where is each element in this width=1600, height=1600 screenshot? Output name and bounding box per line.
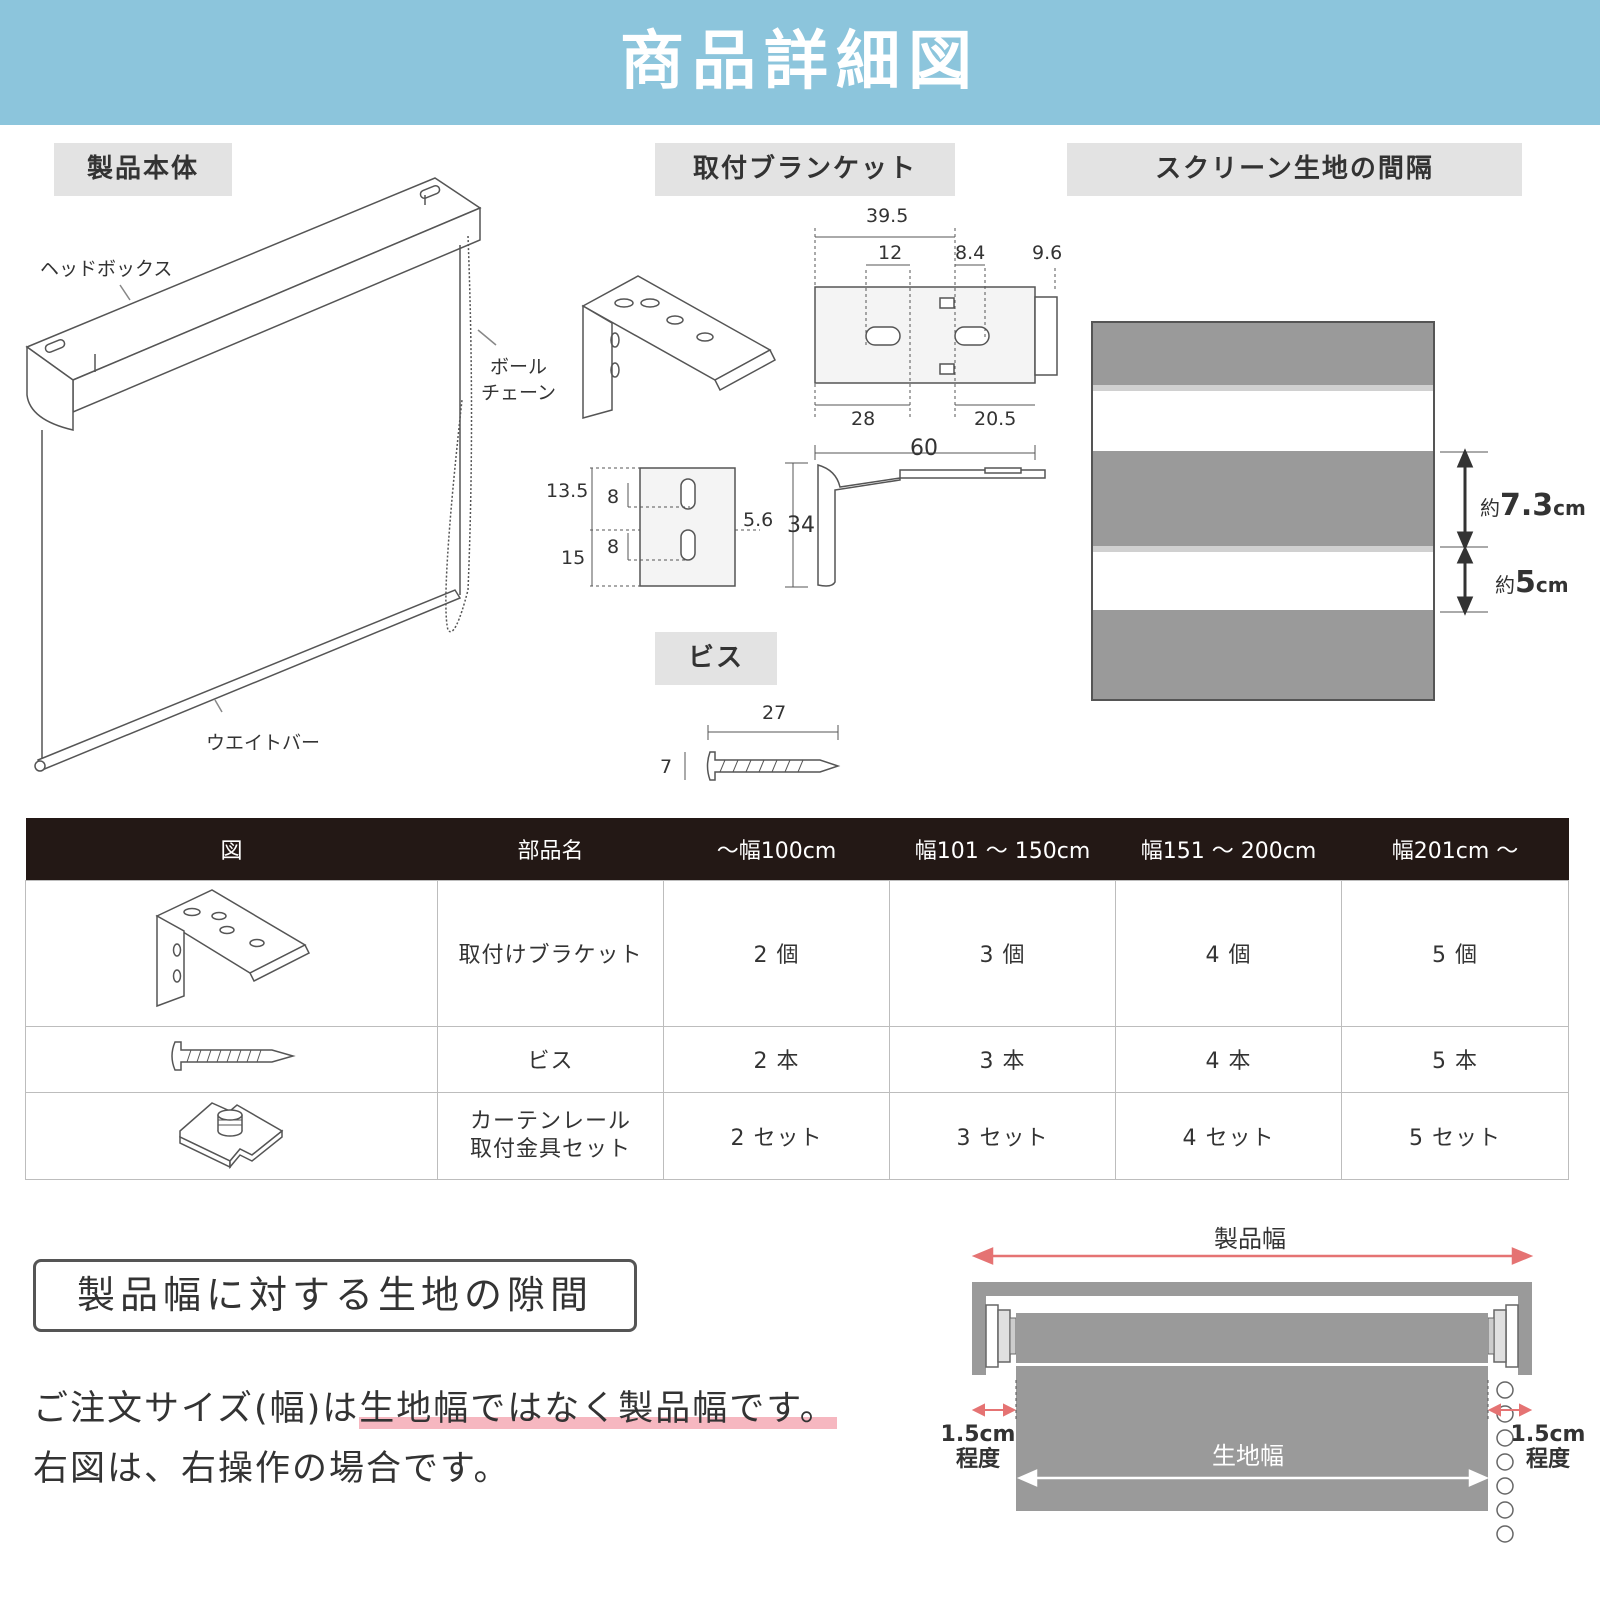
count-bracket-150: 3 個 — [889, 879, 1116, 1027]
dim-v-5-6: 5.6 — [743, 509, 774, 531]
label-ball-chain-2: チェーン — [481, 382, 557, 404]
right-gap-value: 1.5cm — [1510, 1422, 1586, 1447]
dim-bottom-20-5: 20.5 — [974, 408, 1017, 430]
part-name-rail: カーテンレール 取付金具セット — [437, 1091, 664, 1180]
part-name-bracket: 取付けブラケット — [437, 879, 664, 1027]
table-header-row: 図 部品名 〜幅100cm 幅101 〜 150cm 幅151 〜 200cm … — [25, 818, 1569, 880]
label-screw: ビス — [655, 632, 777, 685]
part-name-rail-line2: 取付金具セット — [469, 1136, 631, 1162]
header-part-name: 部品名 — [437, 818, 664, 880]
label-fabric-width: 生地幅 — [1212, 1442, 1284, 1470]
part-name-screw: ビス — [437, 1025, 664, 1093]
label-right-gap: 1.5cm 程度 — [1508, 1422, 1588, 1472]
table-row: カーテンレール 取付金具セット 2 セット 3 セット 4 セット 5 セット — [25, 1091, 1569, 1180]
count-screw-201: 5 本 — [1341, 1025, 1569, 1093]
count-screw-100: 2 本 — [663, 1025, 890, 1093]
dim-v-13-5: 13.5 — [546, 480, 589, 502]
gap-note-1-highlight: 生地幅ではなく製品幅です。 — [359, 1389, 837, 1429]
title-banner — [0, 0, 1600, 125]
dim-v-8b: 8 — [607, 536, 620, 558]
dim-tab-9-6: 9.6 — [1032, 242, 1063, 264]
count-screw-150: 3 本 — [889, 1025, 1116, 1093]
rail-figure-cell — [25, 1091, 438, 1180]
bracket-drawing — [581, 228, 1058, 781]
gap-label-2: 約5cm — [1495, 565, 1569, 600]
header-width-150: 幅101 〜 150cm — [889, 818, 1116, 880]
label-left-gap: 1.5cm 程度 — [938, 1422, 1018, 1472]
gap-note-1-pre: ご注文サイズ(幅)は — [33, 1389, 360, 1429]
dim-v-15: 15 — [561, 547, 586, 569]
dim-bottom-28: 28 — [851, 408, 876, 430]
dim-slot-12: 12 — [878, 242, 903, 264]
label-bracket: 取付ブランケット — [655, 143, 955, 196]
dim-top-total: 39.5 — [866, 205, 909, 227]
label-screen-gap: スクリーン生地の間隔 — [1067, 143, 1522, 196]
label-head-box: ヘッドボックス — [40, 258, 173, 280]
roller-blind-drawing — [25, 177, 497, 772]
count-bracket-100: 2 個 — [663, 879, 890, 1027]
rail-fitting-icon — [178, 1101, 283, 1169]
dim-screw-length: 27 — [762, 702, 787, 724]
table-row: ビス 2 本 3 本 4 本 5 本 — [25, 1025, 1569, 1093]
dim-screw-head: 7 — [660, 756, 673, 778]
header-width-201: 幅201cm 〜 — [1341, 818, 1569, 880]
gap-unit-1: cm — [1553, 496, 1586, 520]
bracket-figure-cell — [25, 879, 438, 1027]
screen-fabric-drawing — [1091, 321, 1488, 701]
dim-v-34: 34 — [787, 513, 815, 538]
label-product-body: 製品本体 — [54, 143, 232, 196]
label-ball-chain-1: ボール — [490, 356, 548, 378]
header-width-100: 〜幅100cm — [663, 818, 890, 880]
header-figure: 図 — [25, 818, 438, 880]
count-rail-201: 5 セット — [1341, 1091, 1569, 1180]
gap-unit-2: cm — [1535, 573, 1569, 597]
dim-side-60: 60 — [910, 436, 938, 461]
right-gap-approx: 程度 — [1525, 1447, 1570, 1472]
dim-v-8a: 8 — [607, 486, 620, 508]
part-name-rail-line1: カーテンレール — [469, 1108, 631, 1134]
dim-slot-8-4: 8.4 — [955, 242, 986, 264]
gap-note-2: 右図は、右操作の場合です。 — [33, 1449, 511, 1489]
gap-section-title: 製品幅に対する生地の隙間 — [33, 1259, 637, 1332]
header-width-200: 幅151 〜 200cm — [1115, 818, 1342, 880]
screw-icon — [170, 1041, 296, 1071]
left-gap-approx: 程度 — [955, 1447, 1000, 1472]
count-rail-200: 4 セット — [1115, 1091, 1342, 1180]
count-bracket-200: 4 個 — [1115, 879, 1342, 1027]
gap-note-1: ご注文サイズ(幅)は生地幅ではなく製品幅です。 — [33, 1380, 837, 1431]
count-bracket-201: 5 個 — [1341, 879, 1569, 1027]
left-gap-value: 1.5cm — [940, 1422, 1016, 1447]
table-row: 取付けブラケット 2 個 3 個 4 個 5 個 — [25, 879, 1569, 1027]
bracket-icon — [154, 888, 310, 1007]
gap-value-2: 5 — [1515, 565, 1536, 600]
gap-approx-1: 約 — [1480, 496, 1500, 520]
count-screw-200: 4 本 — [1115, 1025, 1342, 1093]
count-rail-100: 2 セット — [663, 1091, 890, 1180]
count-rail-150: 3 セット — [889, 1091, 1116, 1180]
label-product-width: 製品幅 — [1214, 1225, 1286, 1253]
gap-label-1: 約7.3cm — [1480, 488, 1586, 523]
page-title: 商品詳細図 — [620, 25, 980, 99]
gap-approx-2: 約 — [1495, 573, 1515, 597]
label-weight-bar: ウエイトバー — [206, 732, 321, 754]
parts-table-wrap: 図 部品名 〜幅100cm 幅101 〜 150cm 幅151 〜 200cm … — [25, 818, 1569, 1180]
parts-table: 図 部品名 〜幅100cm 幅101 〜 150cm 幅151 〜 200cm … — [25, 818, 1569, 1180]
gap-value-1: 7.3 — [1500, 488, 1554, 523]
